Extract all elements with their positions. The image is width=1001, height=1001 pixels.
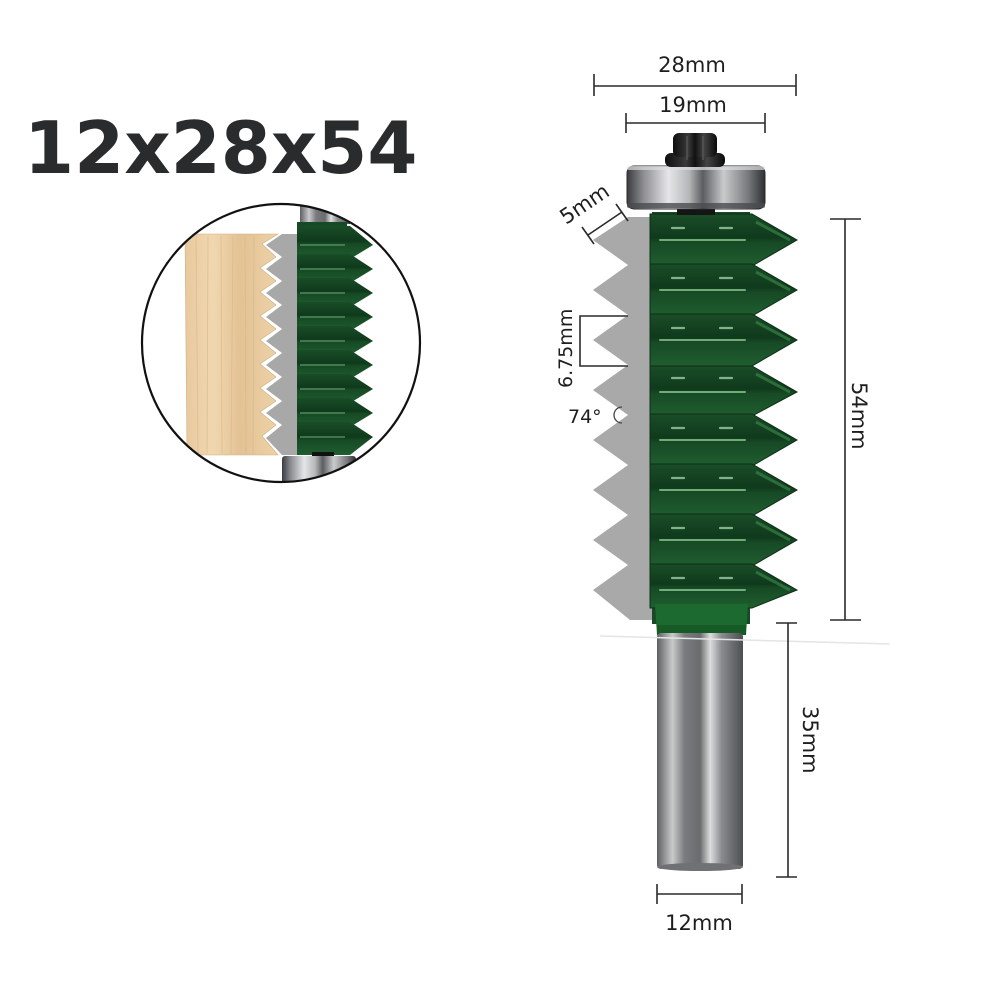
dim-label-12mm: 12mm bbox=[665, 911, 733, 935]
product-size-title: 12x28x54 bbox=[24, 106, 418, 190]
inset-profile bbox=[266, 234, 300, 455]
dim-cutting-height: 54mm bbox=[830, 218, 871, 621]
wood-grain bbox=[195, 235, 255, 455]
dim-label-28mm: 28mm bbox=[658, 53, 726, 77]
dim-label-54mm: 54mm bbox=[847, 382, 871, 450]
inset-cutter bbox=[297, 222, 373, 455]
dim-bearing-diameter: 19mm bbox=[625, 93, 766, 133]
dim-label-6-75mm: 6.75mm bbox=[555, 309, 577, 388]
angle-arc-icon bbox=[613, 406, 623, 424]
dim-label-35mm: 35mm bbox=[798, 706, 822, 774]
dim-tooth-pitch: 6.75mm bbox=[555, 309, 628, 388]
cutter-teeth bbox=[649, 213, 799, 609]
bearing-spacer bbox=[677, 205, 715, 215]
inset-circle-border bbox=[140, 202, 422, 484]
dim-tooth-angle: 74° bbox=[568, 406, 623, 428]
shank bbox=[657, 633, 743, 869]
wood-board bbox=[184, 233, 280, 456]
dim-overall-diameter: 28mm bbox=[593, 53, 797, 96]
dim-label-5mm: 5mm bbox=[555, 179, 613, 229]
dim-label-74deg: 74° bbox=[568, 406, 602, 428]
cut-profile bbox=[593, 217, 660, 620]
teeth-highlights bbox=[659, 239, 746, 591]
inset-bearing bbox=[282, 456, 356, 482]
router-bit bbox=[593, 133, 799, 871]
screw-head bbox=[673, 133, 717, 157]
inset-detail bbox=[140, 202, 422, 484]
dim-shank-length: 35mm bbox=[776, 622, 822, 878]
dim-label-19mm: 19mm bbox=[659, 93, 727, 117]
bearing bbox=[626, 165, 766, 210]
dim-shank-diameter: 12mm bbox=[656, 884, 743, 935]
